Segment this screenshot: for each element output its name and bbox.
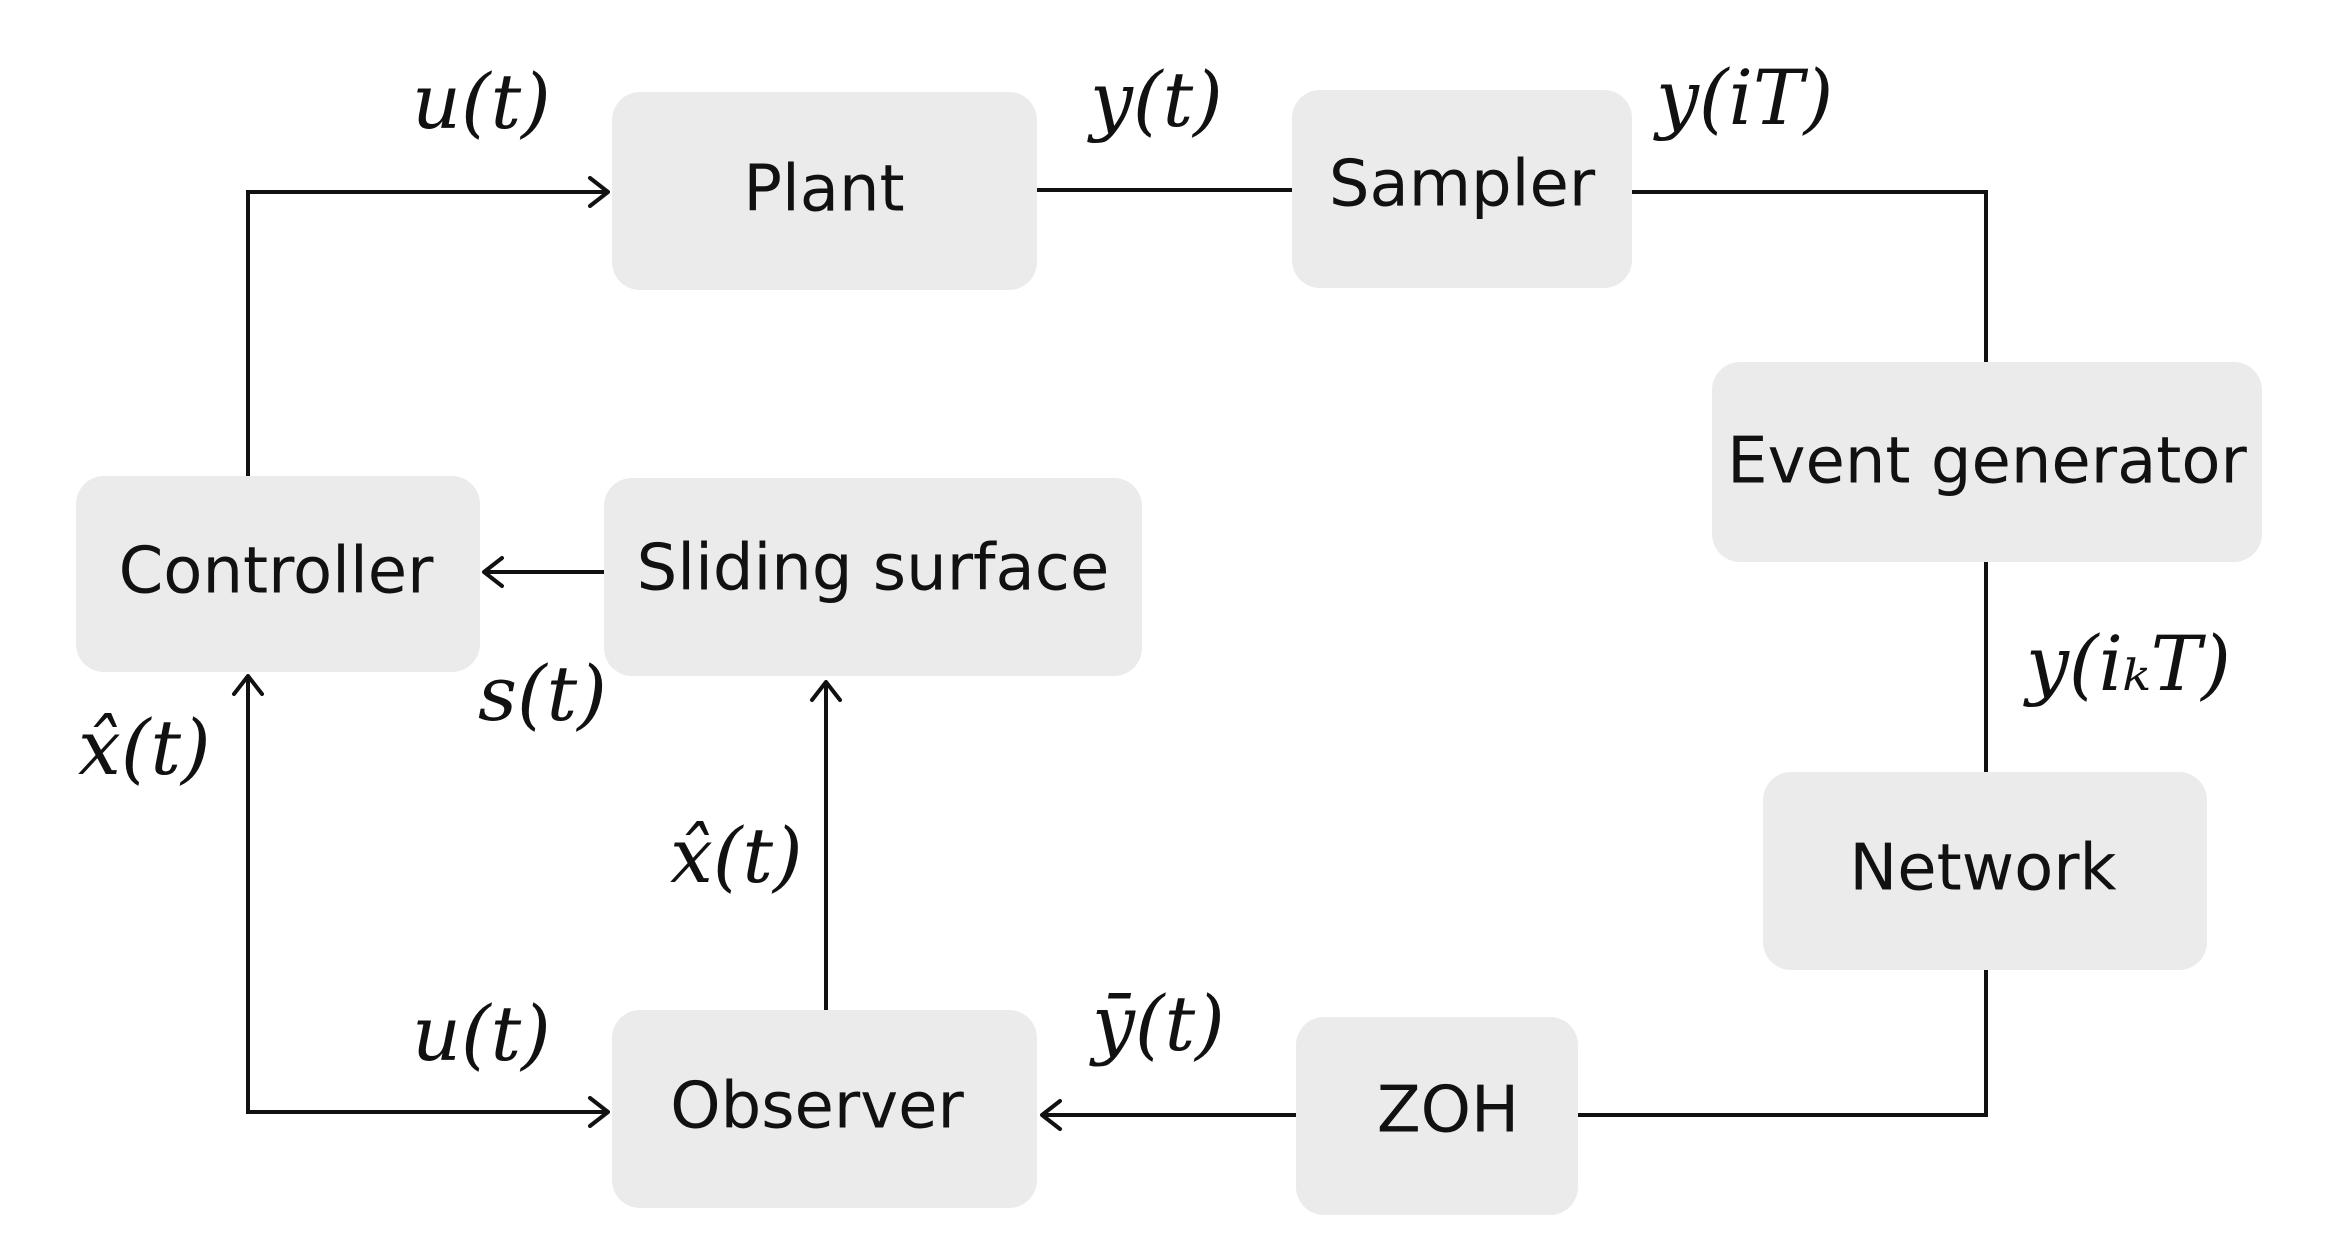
signal-y: y(t) [1087,55,1223,144]
controller-block: Controller [76,476,480,672]
sliding-surface-block: Sliding surface [604,478,1142,676]
network-block: Network [1763,772,2207,970]
plant-block: Plant [612,92,1037,290]
arrowhead-controller-right [482,556,504,588]
zoh-block: ZOH [1296,1017,1578,1215]
sliding-surface-label: Sliding surface [637,532,1110,606]
arrowhead-plant [588,176,610,208]
signal-y-iT: y(iT) [1653,53,1833,142]
signal-x-hat-observer: x̂(t) [670,811,803,900]
arrowhead-observer-right [1040,1099,1062,1131]
sampler-block: Sampler [1292,90,1632,288]
sampler-to-event-generator-wire [1632,190,1988,362]
network-to-zoh-wire [1578,970,1988,1117]
signal-u-top: u(t) [412,57,551,146]
network-label: Network [1849,832,2116,906]
arrowhead-observer-left [588,1096,610,1128]
controller-observer-wire [246,676,608,1114]
arrowhead-sliding-surface [810,680,842,702]
sampler-label: Sampler [1329,148,1596,222]
signal-u-bottom: u(t) [412,989,551,1078]
plant-label: Plant [743,153,904,227]
signal-x-hat-controller: x̂(t) [78,703,211,792]
signal-s: s(t) [478,649,607,738]
signal-y-ikT: y(iₖT) [2023,619,2231,708]
zoh-label: ZOH [1377,1074,1519,1148]
signal-y-bar: ȳ(t) [1089,979,1225,1068]
observer-label: Observer [670,1070,964,1144]
arrowhead-controller-bottom [232,674,264,696]
event-generator-label: Event generator [1727,425,2247,499]
event-generator-block: Event generator [1712,362,2262,562]
observer-block: Observer [612,1010,1037,1208]
controller-to-plant-wire [246,190,608,476]
controller-label: Controller [119,535,435,609]
